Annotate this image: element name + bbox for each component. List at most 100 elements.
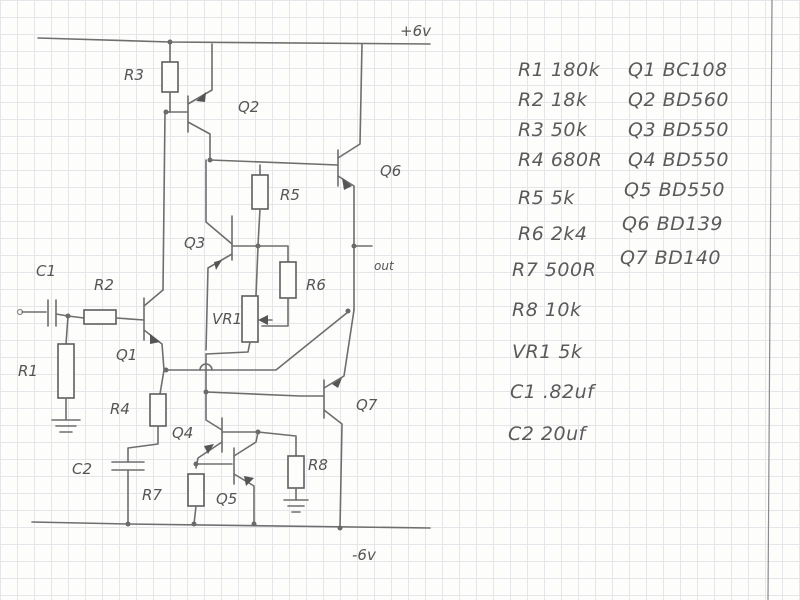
wire <box>231 245 289 263</box>
wire <box>209 159 339 166</box>
wire <box>162 91 171 291</box>
q2-label: Q2 <box>238 98 259 116</box>
junction-dot <box>191 521 197 527</box>
vr1-wiper-arrow-icon <box>258 315 268 325</box>
r7-resistor <box>187 473 205 507</box>
q1-label: Q1 <box>116 346 137 364</box>
r6-resistor <box>279 261 297 299</box>
wire <box>205 341 251 355</box>
wire <box>127 425 159 463</box>
c2-label: C2 <box>72 460 92 478</box>
r6-label: R6 <box>306 276 326 294</box>
negative-rail <box>31 521 431 529</box>
q5-collector <box>233 431 259 457</box>
positive-rail-label: +6v <box>400 22 432 40</box>
parts-list-item: Q1 BC108 <box>628 59 728 81</box>
vr1-label: VR1 <box>212 310 242 328</box>
junction-dot <box>207 157 213 163</box>
feedback-wire <box>165 311 349 371</box>
q3-arrow-icon <box>214 260 222 270</box>
r8-label: R8 <box>308 456 328 474</box>
parts-list-item: R4 680R <box>518 149 602 171</box>
parts-list-item: R7 500R <box>512 259 596 281</box>
r2-label: R2 <box>94 276 114 294</box>
r7-label: R7 <box>142 486 162 504</box>
q4-arrow-icon <box>204 444 214 454</box>
wire <box>221 431 297 457</box>
r4-resistor <box>149 393 167 427</box>
q2-arrow-icon <box>196 92 206 102</box>
q1-collector <box>143 289 164 307</box>
q4-label: Q4 <box>172 424 193 442</box>
r3-resistor <box>161 61 179 93</box>
q5-label: Q5 <box>216 490 237 508</box>
r5-resistor <box>251 174 269 210</box>
junction-dot <box>351 243 357 249</box>
wire <box>193 505 197 525</box>
q6-emitter <box>337 175 355 311</box>
parts-list-item: R3 50k <box>518 119 588 141</box>
q7-arrow-icon <box>332 378 342 388</box>
output-label: out <box>374 259 395 273</box>
r3-label: R3 <box>124 66 144 84</box>
r1-ground-icon <box>51 419 81 433</box>
positive-rail <box>37 37 431 45</box>
junction-dot <box>125 521 131 527</box>
junction-dot <box>163 367 169 373</box>
q7-collector <box>323 409 343 529</box>
parts-list-item: R8 10k <box>512 299 582 321</box>
r5-label: R5 <box>280 186 300 204</box>
junction-dot <box>345 308 351 314</box>
junction-dot <box>251 521 257 527</box>
parts-list-item: Q5 BD550 <box>624 179 725 201</box>
parts-list-item: Q6 BD139 <box>622 213 723 235</box>
junction-dot <box>337 525 343 531</box>
parts-list-item: C1 .82uf <box>510 381 597 403</box>
parts-list-item: R1 180k <box>518 59 601 81</box>
wire <box>65 315 69 345</box>
q1-arrow-icon <box>150 334 160 344</box>
c1-label: C1 <box>36 262 56 280</box>
wire <box>257 208 261 246</box>
parts-list-item: R2 18k <box>518 89 588 111</box>
parts-list-item: Q3 BD550 <box>628 119 729 141</box>
parts-list-resistors: R1 180k R2 18k R3 50k R4 680R R5 5k R6 2… <box>508 59 602 445</box>
wire <box>205 353 325 397</box>
wire <box>205 391 223 431</box>
junction-dot <box>167 39 173 45</box>
parts-list-item: Q4 BD550 <box>628 149 729 171</box>
q6-collector <box>337 43 363 159</box>
parts-list-item: R6 2k4 <box>518 223 588 245</box>
r2-resistor <box>83 309 117 325</box>
r8-ground-icon <box>283 499 309 513</box>
q2-collector <box>187 121 211 161</box>
parts-list-item: Q7 BD140 <box>620 247 721 269</box>
r1-label: R1 <box>18 362 38 380</box>
parts-list-item: Q2 BD560 <box>628 89 729 111</box>
q2-emitter <box>187 43 213 105</box>
negative-rail-label: -6v <box>352 546 377 564</box>
q3-emitter <box>205 253 233 351</box>
r4-label: R4 <box>110 400 130 418</box>
q6-arrow-icon <box>342 178 352 190</box>
parts-list-item: C2 20uf <box>508 423 589 445</box>
r8-resistor <box>287 455 305 489</box>
wire <box>255 245 259 297</box>
wire <box>261 297 289 327</box>
parts-list-item: VR1 5k <box>512 341 583 363</box>
vr1-potentiometer <box>241 295 259 343</box>
q6-label: Q6 <box>380 162 401 180</box>
q7-label: Q7 <box>356 396 378 414</box>
q7-emitter <box>323 309 355 389</box>
parts-list-item: R5 5k <box>518 187 575 209</box>
wire <box>115 317 145 321</box>
parts-list-transistors: Q1 BC108 Q2 BD560 Q3 BD550 Q4 BD550 Q5 B… <box>620 59 729 269</box>
r1-resistor <box>57 343 75 399</box>
q5-emitter <box>233 473 255 525</box>
q3-label: Q3 <box>184 234 205 252</box>
junction-dot <box>193 461 199 467</box>
q3-collector <box>205 159 233 245</box>
q5-arrow-icon <box>244 476 254 486</box>
